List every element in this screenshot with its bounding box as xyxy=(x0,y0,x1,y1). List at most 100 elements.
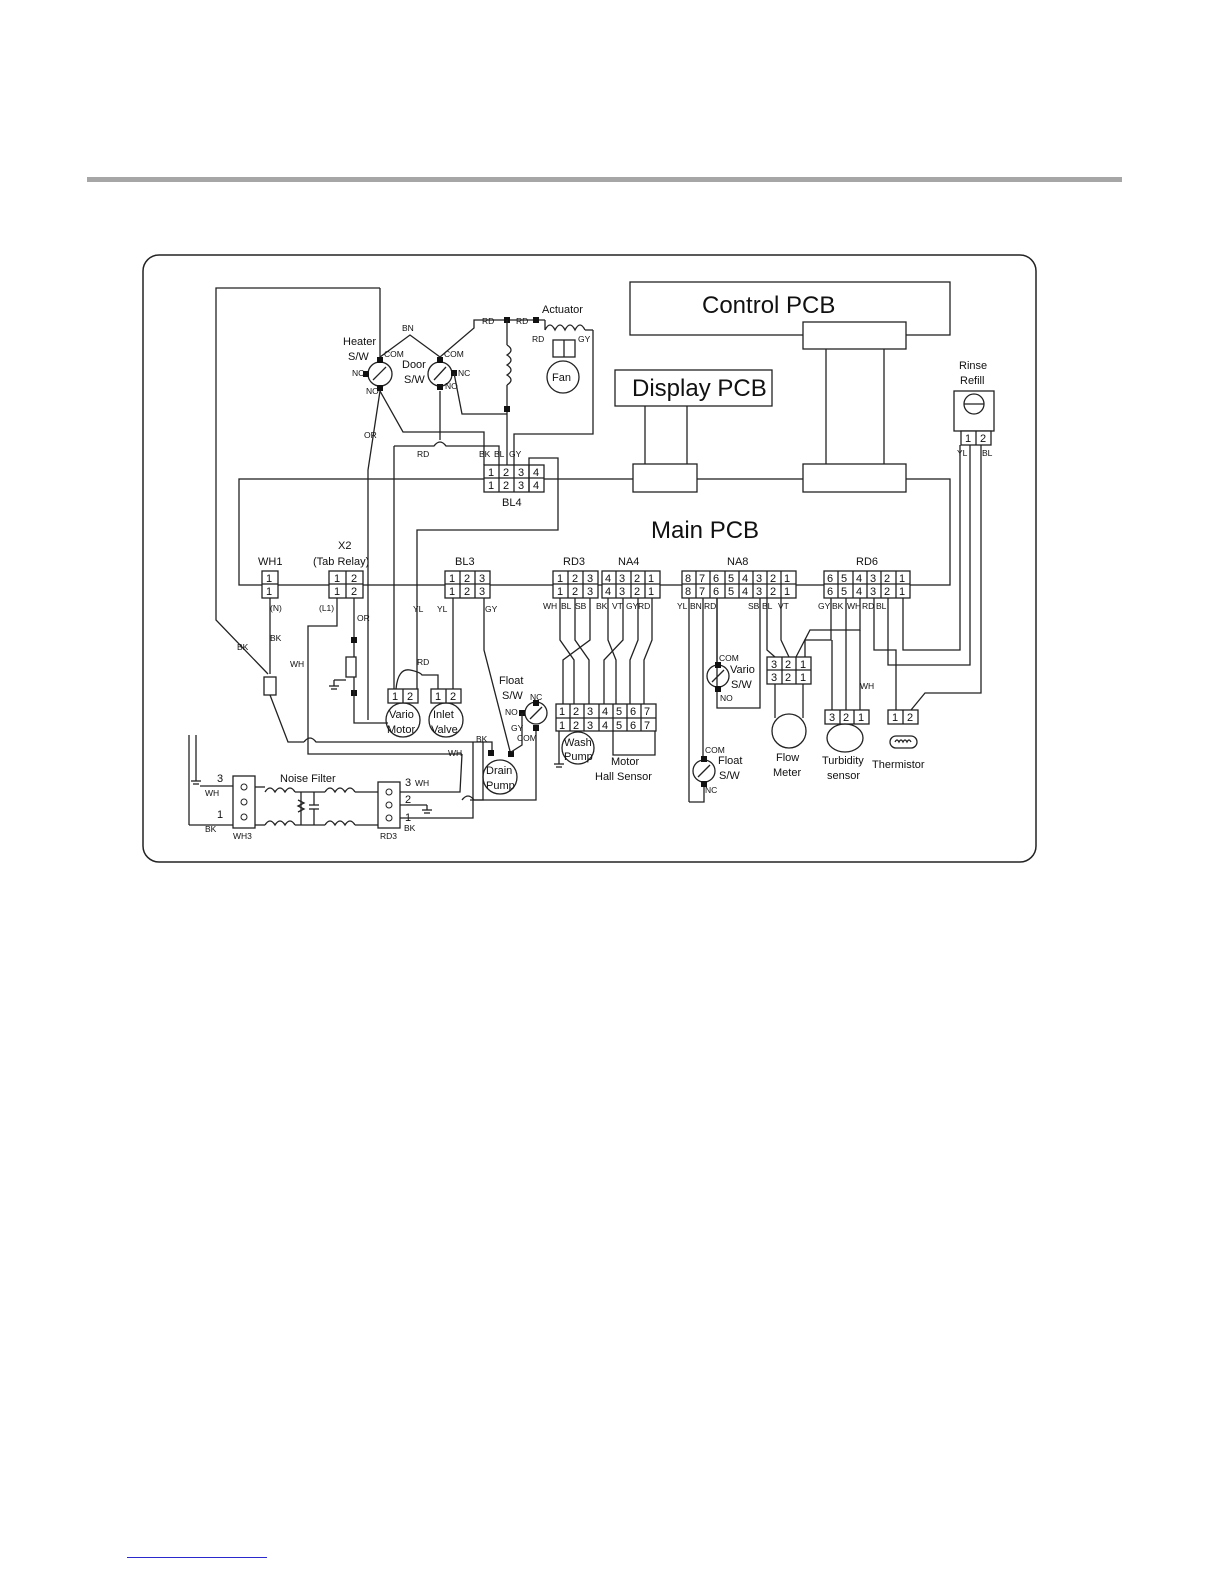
float-switch-top: Float S/W NC NO GY COM xyxy=(499,675,548,743)
svg-text:(Tab Relay): (Tab Relay) xyxy=(313,556,369,568)
svg-text:2: 2 xyxy=(573,706,579,718)
svg-text:GY: GY xyxy=(509,449,522,459)
svg-text:6: 6 xyxy=(827,586,833,598)
svg-text:4: 4 xyxy=(742,573,748,585)
svg-text:3: 3 xyxy=(587,586,593,598)
svg-text:3: 3 xyxy=(771,672,777,684)
svg-text:5: 5 xyxy=(728,573,734,585)
svg-text:2: 2 xyxy=(351,573,357,585)
svg-text:Actuator: Actuator xyxy=(542,304,583,316)
svg-text:8: 8 xyxy=(685,586,691,598)
svg-text:8: 8 xyxy=(685,573,691,585)
svg-text:Motor: Motor xyxy=(387,724,415,736)
svg-text:Rinse: Rinse xyxy=(959,360,987,372)
svg-text:1: 1 xyxy=(892,712,898,724)
svg-text:X2: X2 xyxy=(338,540,351,552)
svg-text:BK: BK xyxy=(476,734,488,744)
svg-text:4: 4 xyxy=(602,706,608,718)
svg-text:BK: BK xyxy=(479,449,491,459)
svg-text:2: 2 xyxy=(770,573,776,585)
svg-text:Drain: Drain xyxy=(486,765,512,777)
svg-text:RD: RD xyxy=(638,601,650,611)
svg-text:COM: COM xyxy=(719,653,739,663)
diagram-frame xyxy=(142,254,1037,863)
svg-text:1: 1 xyxy=(899,586,905,598)
svg-text:3: 3 xyxy=(479,573,485,585)
svg-text:1: 1 xyxy=(334,573,340,585)
svg-text:RD: RD xyxy=(532,334,544,344)
svg-text:2: 2 xyxy=(980,433,986,445)
svg-text:Door: Door xyxy=(402,359,426,371)
svg-text:2: 2 xyxy=(351,586,357,598)
display-pcb-box xyxy=(614,369,773,407)
svg-text:Motor: Motor xyxy=(611,756,639,768)
svg-text:BK: BK xyxy=(237,642,249,652)
svg-text:2: 2 xyxy=(464,586,470,598)
svg-text:RD: RD xyxy=(516,316,528,326)
svg-text:3: 3 xyxy=(771,659,777,671)
inlet-valve: 1 2 Inlet Valve xyxy=(428,688,464,738)
svg-text:2: 2 xyxy=(450,691,456,703)
svg-text:1: 1 xyxy=(899,573,905,585)
vario-switch: COM NO Vario S/W xyxy=(706,653,755,703)
svg-text:S/W: S/W xyxy=(404,374,425,386)
svg-text:Float: Float xyxy=(499,675,523,687)
svg-text:3: 3 xyxy=(619,573,625,585)
svg-text:2: 2 xyxy=(884,586,890,598)
svg-text:GY: GY xyxy=(578,334,591,344)
svg-text:2: 2 xyxy=(503,480,509,492)
svg-text:1: 1 xyxy=(392,691,398,703)
svg-text:Meter: Meter xyxy=(773,767,801,779)
svg-text:1: 1 xyxy=(266,573,272,585)
svg-text:6: 6 xyxy=(630,706,636,718)
svg-text:1: 1 xyxy=(449,586,455,598)
display-pcb-label: Display PCB xyxy=(632,375,767,402)
svg-text:RD: RD xyxy=(704,601,716,611)
svg-text:RD3: RD3 xyxy=(380,831,397,841)
svg-text:1: 1 xyxy=(784,586,790,598)
svg-text:sensor: sensor xyxy=(827,770,860,782)
svg-text:5: 5 xyxy=(841,573,847,585)
svg-text:NA4: NA4 xyxy=(618,556,639,568)
svg-text:4: 4 xyxy=(605,573,611,585)
svg-text:GY: GY xyxy=(485,604,498,614)
svg-text:(N): (N) xyxy=(270,603,282,613)
svg-text:WH: WH xyxy=(860,681,874,691)
svg-text:BK: BK xyxy=(404,823,416,833)
svg-text:BK: BK xyxy=(596,601,608,611)
door-switch: Door S/W COM NC NO xyxy=(402,349,470,391)
svg-text:YL: YL xyxy=(957,448,968,458)
svg-text:S/W: S/W xyxy=(731,679,752,691)
svg-text:VT: VT xyxy=(778,601,789,611)
svg-text:6: 6 xyxy=(713,573,719,585)
svg-text:Wash: Wash xyxy=(564,737,592,749)
svg-text:1: 1 xyxy=(800,659,806,671)
svg-text:5: 5 xyxy=(616,706,622,718)
svg-text:3: 3 xyxy=(756,573,762,585)
svg-text:WH: WH xyxy=(415,778,429,788)
header-rule xyxy=(87,177,1122,182)
main-pcb-label: Main PCB xyxy=(651,517,759,544)
svg-text:NO: NO xyxy=(505,707,518,717)
main-pcb-box xyxy=(238,478,951,586)
svg-text:NO: NO xyxy=(445,381,458,391)
svg-text:RD3: RD3 xyxy=(563,556,585,568)
svg-text:5: 5 xyxy=(616,720,622,732)
svg-text:4: 4 xyxy=(605,586,611,598)
svg-text:3: 3 xyxy=(829,712,835,724)
svg-text:2: 2 xyxy=(573,720,579,732)
svg-text:2: 2 xyxy=(503,467,509,479)
svg-text:RD6: RD6 xyxy=(856,556,878,568)
svg-text:Inlet: Inlet xyxy=(433,709,454,721)
svg-text:2: 2 xyxy=(770,586,776,598)
svg-text:Pump: Pump xyxy=(486,780,515,792)
svg-text:OR: OR xyxy=(357,613,370,623)
svg-text:Noise Filter: Noise Filter xyxy=(280,773,336,785)
svg-text:7: 7 xyxy=(699,586,705,598)
svg-text:SB: SB xyxy=(748,601,760,611)
